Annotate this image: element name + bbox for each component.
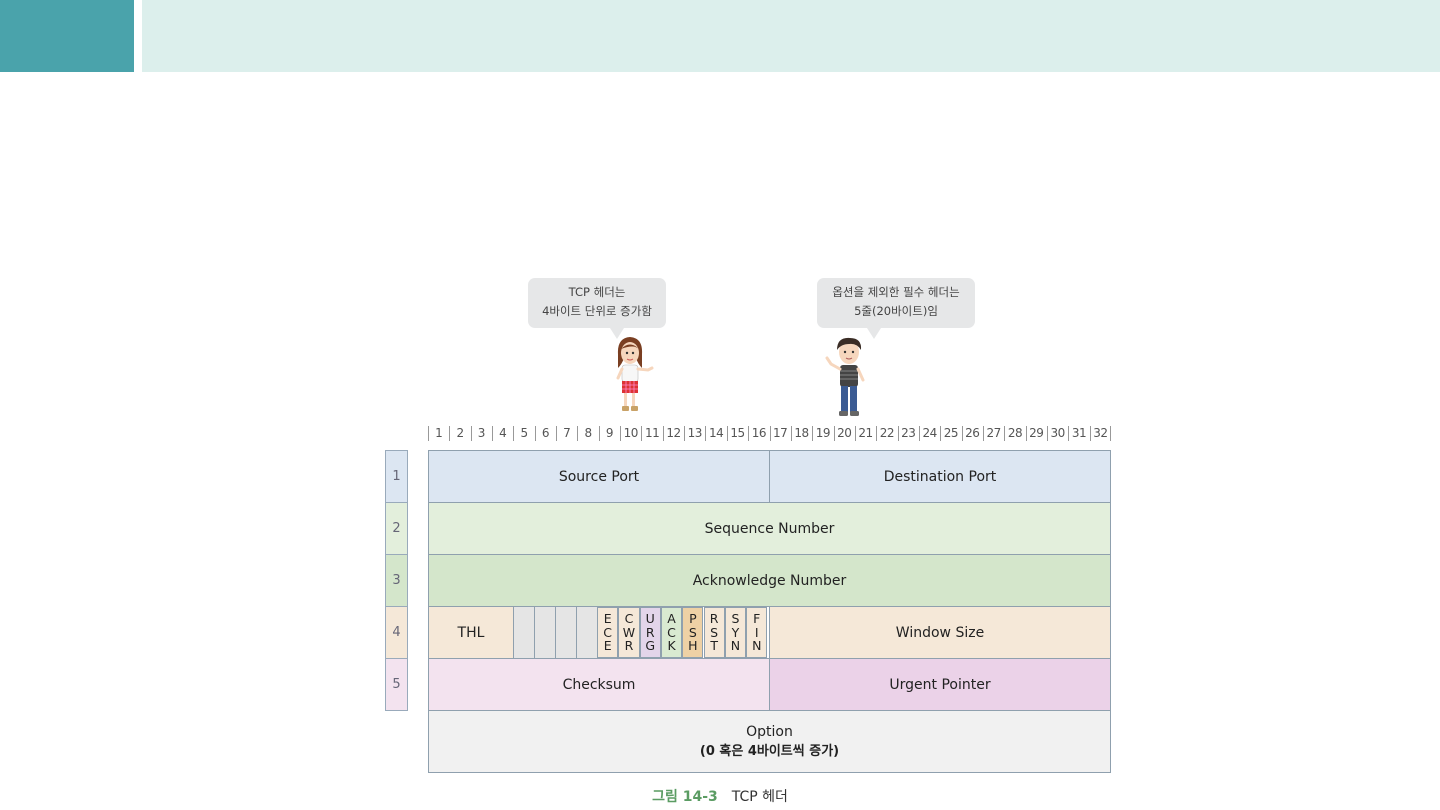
bubble-girl-line2: 4바이트 단위로 증가함 [542,304,652,318]
bit-number: 27 [982,424,1004,442]
flag-letter: H [688,638,698,654]
bit-number: 9 [598,424,620,442]
bit-number: 21 [854,424,876,442]
field-destination-port: Destination Port [769,450,1111,503]
bit-number: 11 [641,424,662,442]
row-label-3: 3 [385,554,408,607]
bit-number: 3 [470,424,492,442]
bubble-boy-line2: 5줄(20바이트)임 [854,304,938,318]
boy-character-icon [825,337,865,416]
speech-bubble-girl: TCP 헤더는 4바이트 단위로 증가함 [528,278,666,339]
bit-number: 22 [876,424,897,442]
flag-letter: G [645,638,656,654]
girl-character-icon [616,337,654,411]
flag-letter: A [667,611,676,627]
reserved-bit [513,606,535,659]
flag-letter: K [667,638,676,654]
bit-number: 32 [1089,424,1112,442]
field-acknowledge-number: Acknowledge Number [428,554,1111,607]
bit-number: 2 [449,424,470,442]
bit-number: 17 [769,424,791,442]
bit-number: 25 [940,424,961,442]
flag-letter: C [603,624,613,640]
flag-letter: E [603,638,612,654]
flag-letter: R [709,611,719,627]
row-label-5: 5 [385,658,408,711]
bit-number: 14 [705,424,726,442]
reserved-bit [534,606,556,659]
bit-number: 10 [620,424,641,442]
bit-number: 13 [684,424,705,442]
field-source-port: Source Port [428,450,770,503]
bit-number: 16 [748,424,769,442]
flag-letter: P [689,611,697,627]
bit-number: 31 [1068,424,1089,442]
bit-number: 5 [513,424,534,442]
reserved-bit [555,606,577,659]
flag-letter: R [645,624,655,640]
flag-letter: F [753,611,761,627]
field-urgent-pointer: Urgent Pointer [769,658,1111,711]
flag-letter: W [622,624,636,640]
reserved-bit [576,606,598,659]
header-bar [142,0,1440,72]
figure-caption: 그림 14-3 TCP 헤더 [0,786,1440,806]
flag-letter: N [752,638,762,654]
flag-letter: C [624,611,634,627]
flag-letter: T [710,638,718,654]
bit-number: 19 [812,424,833,442]
field-option: Option (0 혹은 4바이트씩 증가) [428,710,1111,773]
bit-number: 30 [1046,424,1068,442]
bit-number: 24 [918,424,940,442]
flag-letter: U [645,611,655,627]
bit-number: 20 [833,424,855,442]
bit-number: 12 [662,424,684,442]
row-label-4: 4 [385,606,408,659]
bit-number: 4 [492,424,513,442]
bit-number: 29 [1025,424,1047,442]
field-sequence-number: Sequence Number [428,502,1111,555]
bit-number: 26 [961,424,983,442]
bit-number: 7 [556,424,577,442]
bit-number: 15 [726,424,748,442]
bubble-girl-line1: TCP 헤더는 [568,285,626,299]
speech-bubble-boy: 옵션을 제외한 필수 헤더는 5줄(20바이트)임 [817,278,975,339]
bit-number: 18 [790,424,812,442]
field-thl: THL [428,606,514,659]
figure-number: 그림 14-3 [652,789,718,805]
flag-letter: S [688,624,697,640]
field-option-label: Option [746,723,793,740]
bubble-boy-line1: 옵션을 제외한 필수 헤더는 [832,285,960,299]
flag-letter: C [667,624,676,640]
flag-letter: Y [731,624,740,640]
flag-letter: N [730,638,741,654]
row-label-2: 2 [385,502,408,555]
row-label-1: 1 [385,450,408,503]
flag-letter: R [624,638,634,654]
flag-letter: I [754,624,759,640]
bit-number: 23 [897,424,919,442]
figure-title: TCP 헤더 [731,789,788,805]
header-accent-block [0,0,134,72]
flag-letter: E [603,611,612,627]
bit-number: 1 [428,424,449,442]
bit-number: 8 [577,424,598,442]
field-option-note: (0 혹은 4바이트씩 증가) [699,743,840,759]
bit-number: 28 [1004,424,1025,442]
flag-letter: S [731,611,740,627]
field-window-size: Window Size [769,606,1111,659]
flag-letter: S [710,624,719,640]
field-checksum: Checksum [428,658,770,711]
bit-number: 6 [534,424,556,442]
